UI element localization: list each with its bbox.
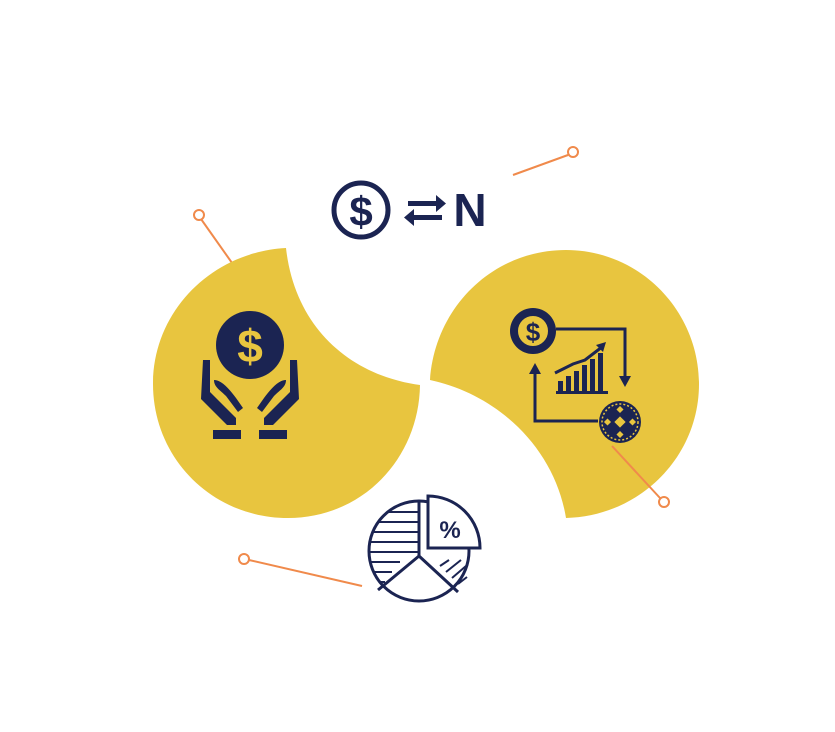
binance-coin-icon [599, 401, 641, 443]
growth-trend-arrow-icon [554, 342, 606, 375]
hands-holding-coin-icon: $ [201, 311, 299, 439]
accent-line-top-right [512, 146, 579, 176]
left-blob [153, 248, 420, 518]
pie-hatch-right [439, 559, 468, 585]
crypto-exchange-cycle-icon: $ [510, 308, 641, 443]
right-hand-icon [257, 360, 299, 439]
coin-icon [216, 311, 284, 379]
dollar-to-naira-icon: $ N [331, 180, 487, 240]
accent-lines [193, 146, 579, 587]
right-coin-symbol: $ [526, 317, 541, 347]
right-blob [430, 250, 699, 518]
naira-letter: N [453, 184, 486, 236]
pie-chart-percent-icon: % [367, 494, 482, 603]
exchange-arrows-icon [404, 195, 446, 226]
dollar-coin-inner [516, 314, 550, 348]
arrow-heads [529, 363, 631, 387]
pie-percent-label: % [439, 517, 460, 544]
header-currency-symbol: $ [349, 188, 372, 235]
left-coin-symbol: $ [237, 320, 263, 372]
accent-line-right [611, 445, 670, 508]
left-hand-icon [201, 360, 243, 439]
pie-slice-percent [426, 494, 482, 550]
dollar-coin-icon [331, 180, 391, 240]
growth-bar-chart-icon [556, 353, 608, 394]
accent-line-bottom-left [238, 553, 363, 587]
cycle-arrows-icon [533, 327, 627, 423]
